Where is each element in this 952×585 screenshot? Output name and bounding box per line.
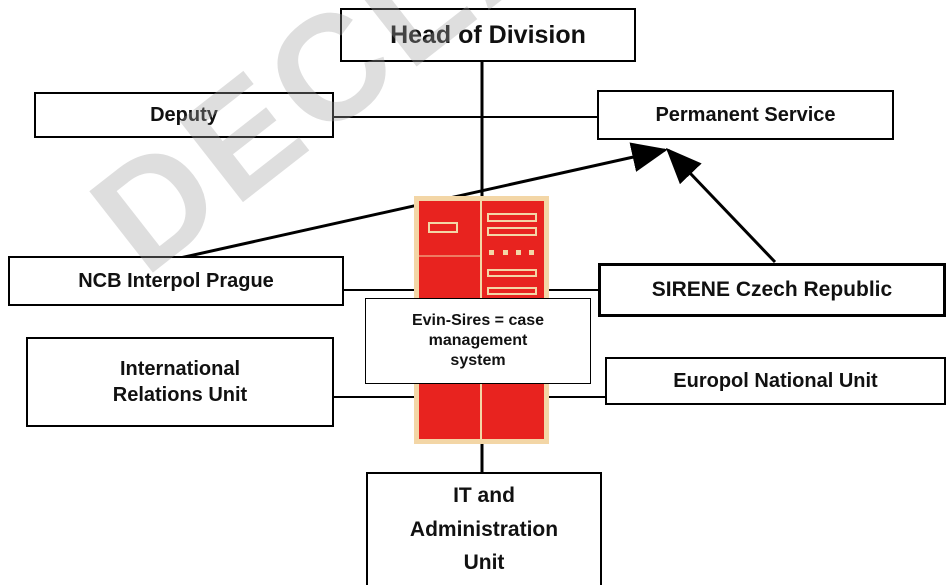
node-head-of-division: Head of Division	[340, 8, 636, 62]
node-europol-national-unit: Europol National Unit	[605, 357, 946, 405]
node-permanent-service: Permanent Service	[597, 90, 894, 140]
node-it-and-administration-unit: IT and Administration Unit	[366, 472, 602, 585]
node-case-management-system: Evin-Sires = case management system	[365, 298, 591, 384]
node-ncb-interpol-prague: NCB Interpol Prague	[8, 256, 344, 306]
node-deputy: Deputy	[34, 92, 334, 138]
node-sirene-czech-republic: SIRENE Czech Republic	[598, 263, 946, 317]
node-international-relations-unit: International Relations Unit	[26, 337, 334, 427]
arrow-sirene-permanent	[665, 147, 777, 264]
